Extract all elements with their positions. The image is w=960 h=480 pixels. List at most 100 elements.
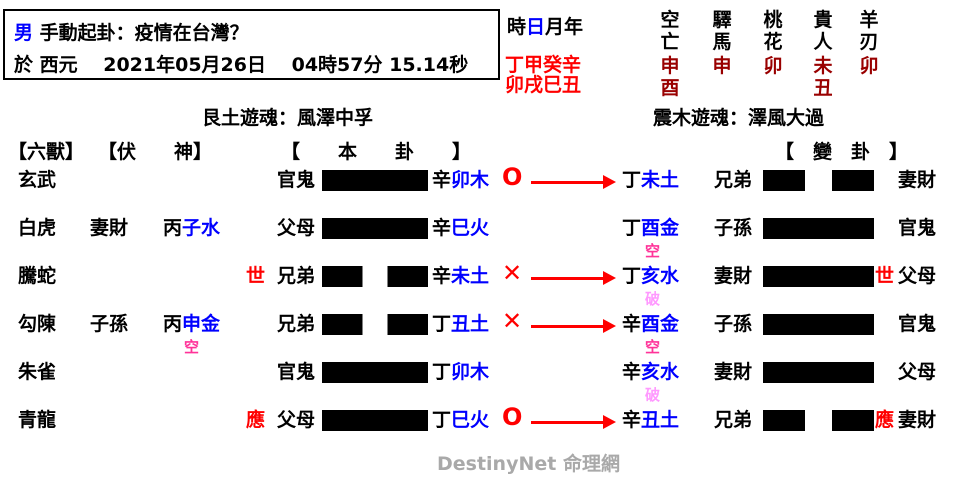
hexagram-row: 青龍 應 父母 丁巳火 O 辛丑土 兄弟 應 妻財 [0, 405, 960, 456]
original-relation: 官鬼 [277, 169, 316, 191]
star-values: 申 酉 [660, 55, 680, 99]
star-values: 卯 [859, 55, 879, 77]
moving-line-mark: ✕ [502, 259, 523, 287]
four-pillars-header: 時日月年 [507, 12, 583, 39]
date-line: 於 西元 2021年05月26日 04時57分 15.14秒 [14, 54, 469, 76]
original-ganzhi: 丁卯木 [432, 360, 489, 384]
branch: 丑土 [451, 313, 490, 335]
changed-relation-2: 父母 [898, 361, 937, 383]
original-ganzhi: 辛未土 [432, 264, 489, 288]
question-text: 手動起卦：疫情在台灣？ [33, 22, 249, 44]
changed-ganzhi: 辛酉金 [622, 312, 679, 336]
header-original-hexagram: 【 本 卦 】 [281, 141, 472, 163]
changed-note: 破 [645, 290, 661, 308]
pillar-day-label: 日 [526, 16, 546, 38]
original-line-bar [322, 266, 428, 287]
branch: 酉金 [641, 313, 680, 335]
changed-relation: 兄弟 [714, 169, 753, 191]
branch: 子水 [182, 217, 221, 239]
star-values: 申 [712, 55, 732, 77]
header-hidden-spirit: 【伏 神】 [98, 141, 213, 163]
six-beast-label: 青龍 [18, 409, 57, 431]
hidden-spirit-relation: 子孫 [90, 313, 129, 335]
changed-line-bar [763, 170, 874, 191]
transform-arrow [531, 319, 616, 333]
original-relation: 父母 [277, 409, 316, 431]
original-line-bar [322, 362, 428, 383]
pillar-hour-label: 時 [507, 16, 527, 38]
stem: 丁 [622, 169, 642, 191]
stem: 辛 [622, 361, 642, 383]
hexagram-row: 玄武 官鬼 辛卯木 O 丁未土 兄弟 妻財 [0, 163, 960, 216]
original-relation: 官鬼 [277, 361, 316, 383]
star-values: 未 丑 [813, 55, 833, 99]
changed-note: 破 [645, 386, 661, 404]
shi-ying-marker: 世 [246, 265, 266, 287]
star-col-horse: 驛 馬 申 [709, 9, 735, 77]
stem: 辛 [432, 169, 452, 191]
changed-shi-ying-marker: 世 [875, 265, 895, 287]
stem: 丁 [622, 217, 642, 239]
branch: 亥水 [641, 361, 680, 383]
changed-shi-ying-marker: 應 [875, 409, 895, 431]
transform-arrow [531, 415, 616, 429]
changed-line-bar [763, 218, 874, 239]
gender-label: 男 [14, 22, 34, 44]
star-name: 驛 馬 [712, 9, 732, 53]
six-beast-label: 騰蛇 [18, 265, 57, 287]
changed-relation-2: 官鬼 [898, 217, 937, 239]
site-watermark: DestinyNet 命理網 [437, 453, 620, 475]
four-pillars-stems: 丁甲癸辛 [505, 54, 582, 76]
changed-line-bar [763, 314, 874, 335]
changed-ganzhi: 丁亥水 [622, 264, 679, 288]
original-ganzhi: 丁巳火 [432, 408, 489, 432]
changed-relation-2: 妻財 [898, 169, 937, 191]
original-line-bar [322, 314, 428, 335]
original-ganzhi: 辛卯木 [432, 168, 489, 192]
moving-line-mark: O [502, 163, 523, 191]
stem: 丙 [163, 313, 183, 335]
changed-ganzhi: 丁酉金 [622, 216, 679, 240]
transform-arrow [531, 271, 616, 285]
six-beast-label: 玄武 [18, 169, 57, 191]
star-name: 羊 刃 [859, 9, 879, 53]
changed-relation: 妻財 [714, 265, 753, 287]
star-col-noble: 貴 人 未 丑 [810, 9, 836, 99]
four-pillars-branches: 卯戌巳丑 [505, 74, 582, 96]
moving-line-mark: ✕ [502, 307, 523, 335]
stem: 丁 [622, 265, 642, 287]
changed-relation: 兄弟 [714, 409, 753, 431]
branch: 巳火 [451, 409, 490, 431]
branch: 卯木 [451, 361, 490, 383]
six-beast-label: 白虎 [18, 217, 57, 239]
changed-relation-2: 父母 [898, 265, 937, 287]
question-box: 男 手動起卦：疫情在台灣？ 於 西元 2021年05月26日 04時57分 15… [3, 9, 500, 80]
branch: 丑土 [641, 409, 680, 431]
hexagram-row: 騰蛇 世 兄弟 辛未土 ✕ 丁亥水 破 妻財 世 父母 [0, 259, 960, 312]
original-ganzhi: 辛巳火 [432, 216, 489, 240]
header-changed-hexagram: 【 變 卦 】 [775, 141, 909, 163]
branch: 酉金 [641, 217, 680, 239]
branch: 未土 [451, 265, 490, 287]
changed-gua-title: 震木遊魂：澤風大過 [653, 107, 825, 129]
star-name: 桃 花 [763, 9, 783, 53]
six-beast-label: 朱雀 [18, 361, 57, 383]
stem: 辛 [622, 409, 642, 431]
branch: 巳火 [451, 217, 490, 239]
changed-relation: 子孫 [714, 313, 753, 335]
six-beast-label: 勾陳 [18, 313, 57, 335]
stem: 辛 [432, 265, 452, 287]
original-line-bar [322, 218, 428, 239]
original-line-bar [322, 170, 428, 191]
branch: 卯木 [451, 169, 490, 191]
star-col-blade: 羊 刃 卯 [856, 9, 882, 77]
changed-relation: 妻財 [714, 361, 753, 383]
changed-ganzhi: 辛丑土 [622, 408, 679, 432]
pillar-month-year-label: 月年 [545, 16, 584, 38]
stem: 辛 [622, 313, 642, 335]
star-col-peach: 桃 花 卯 [760, 9, 786, 77]
branch: 未土 [641, 169, 680, 191]
hexagram-row: 白虎 妻財 丙子水 父母 辛巳火 丁酉金 空 子孫 官鬼 [0, 216, 960, 264]
changed-note: 空 [645, 242, 661, 260]
